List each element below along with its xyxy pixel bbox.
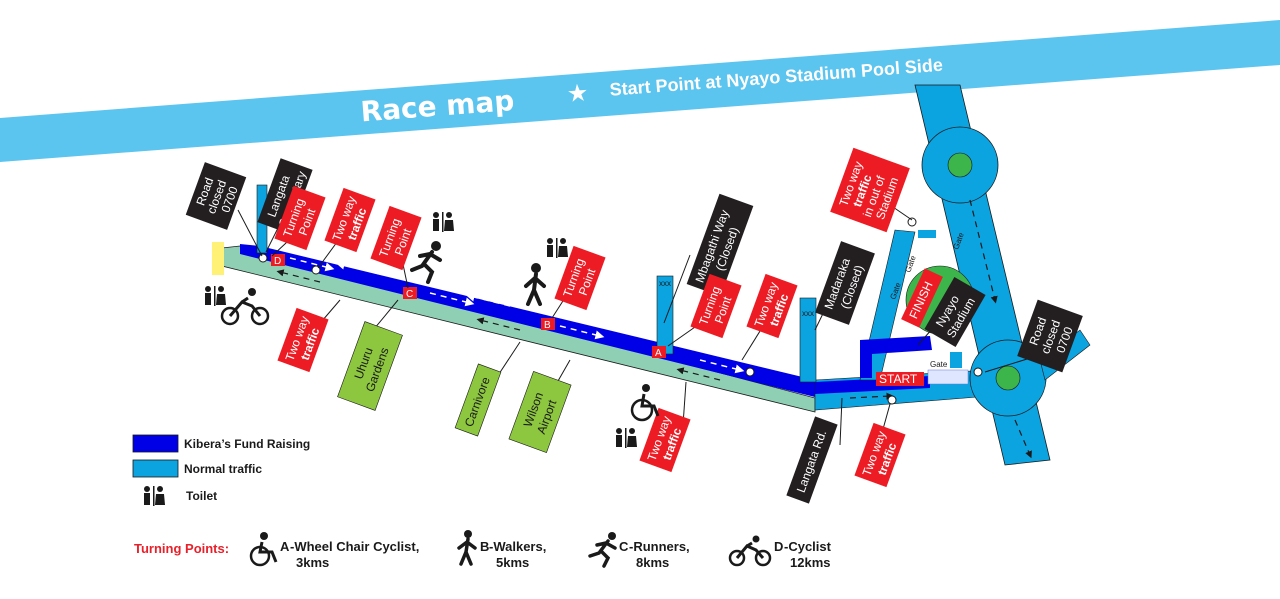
tp-c-line1: -Runners, xyxy=(629,539,690,554)
route-markers: D C B A xyxy=(271,254,666,359)
marker-a: A xyxy=(655,348,662,359)
label-two-way-top-left: Two way traffic xyxy=(324,187,376,253)
tp-d-line1: -Cyclist xyxy=(784,539,832,554)
tp-a-line2: 3kms xyxy=(296,555,329,570)
madaraka-road xyxy=(799,297,817,383)
label-turning-point-a: Turning Point xyxy=(690,273,742,339)
legend-swatch-normal xyxy=(132,459,179,478)
toilet-icon xyxy=(433,212,454,232)
tp-c-letter: C xyxy=(619,539,629,554)
start-label: START xyxy=(879,372,918,386)
gate-stub-1 xyxy=(918,230,936,238)
route-arrows xyxy=(276,199,1032,459)
label-madaraka: Madaraka (Closed) xyxy=(815,241,875,325)
label-two-way-mid: Two way traffic xyxy=(746,273,798,339)
footer-walker-icon xyxy=(457,530,477,566)
legend-toilet-label: Toilet xyxy=(186,489,217,503)
marker-c: C xyxy=(406,289,413,300)
runner-icon xyxy=(410,241,442,284)
tp-b-line2: 5kms xyxy=(496,555,529,570)
start-box xyxy=(876,372,924,386)
label-turning-point-c: Turning Point xyxy=(370,205,422,271)
turning-points-title: Turning Points: xyxy=(134,541,229,556)
tp-d-line2: 12kms xyxy=(790,555,830,570)
footer-wheelchair-icon xyxy=(249,532,278,567)
label-uhuru-gardens: Uhuru Gardens xyxy=(337,321,403,411)
marker-d: D xyxy=(274,256,281,267)
tp-b-letter: B xyxy=(480,539,489,554)
tp-d-letter: D xyxy=(774,539,783,554)
legend-swatch-fund xyxy=(132,434,179,453)
route-end xyxy=(212,242,224,275)
gate-stub-2 xyxy=(950,352,962,368)
label-carnivore: Carnivore xyxy=(454,363,502,437)
footer-runner-icon xyxy=(588,532,617,568)
header-banner: Race map ★ Start Point at Nyayo Stadium … xyxy=(0,20,1280,162)
waypoint-dots xyxy=(258,217,983,405)
legend-fund-label: Kibera’s Fund Raising xyxy=(184,437,310,451)
toilet-icon xyxy=(547,238,568,258)
tp-b-line1: -Walkers, xyxy=(489,539,546,554)
xxx-label-mbagathi: xxx xyxy=(659,279,671,288)
fund-route-band xyxy=(240,244,815,397)
roundabout-north-island xyxy=(947,152,973,178)
label-two-way-stadium: Two way traffic in out of Stadium xyxy=(830,147,910,233)
start-checkered xyxy=(927,369,969,385)
roads xyxy=(212,84,1091,466)
label-turning-point-b: Turning Point xyxy=(554,245,606,311)
star-icon: ★ xyxy=(566,78,590,108)
gate-label-4: Gate xyxy=(930,360,948,369)
legend-normal-label: Normal traffic xyxy=(184,462,262,476)
turning-points: Turning Points: A -Wheel Chair Cyclist, … xyxy=(134,530,832,570)
toilet-icon xyxy=(616,428,637,448)
tp-a-line1: -Wheel Chair Cyclist, xyxy=(290,539,419,554)
banner-stripe xyxy=(0,20,1280,162)
stadium-finish-path xyxy=(860,336,932,378)
tp-a-letter: A xyxy=(280,539,290,554)
label-langata-rd: Langata Rd. xyxy=(786,416,838,504)
tp-c-line2: 8kms xyxy=(636,555,669,570)
xxx-label-madaraka: xxx xyxy=(802,309,814,318)
legend-toilet-icon xyxy=(144,486,165,506)
label-two-way-bottom-left: Two way traffic xyxy=(277,307,329,373)
cyclist-icon xyxy=(220,288,270,326)
roundabout-south-island xyxy=(995,365,1021,391)
label-two-way-bottom-right: Two way traffic xyxy=(854,422,906,488)
marker-b: B xyxy=(544,320,551,331)
walker-icon xyxy=(524,263,546,306)
footer-cyclist-icon xyxy=(728,535,772,567)
label-road-closed-right: Road closed 0700 xyxy=(1017,299,1083,373)
label-road-closed-left: Road closed 0700 xyxy=(185,162,247,230)
legend: Kibera’s Fund Raising Normal traffic Toi… xyxy=(132,434,310,506)
label-wilson-airport: Wilson Airport xyxy=(508,370,572,454)
toilet-icon xyxy=(205,286,226,306)
wheelchair-icon xyxy=(630,384,660,422)
